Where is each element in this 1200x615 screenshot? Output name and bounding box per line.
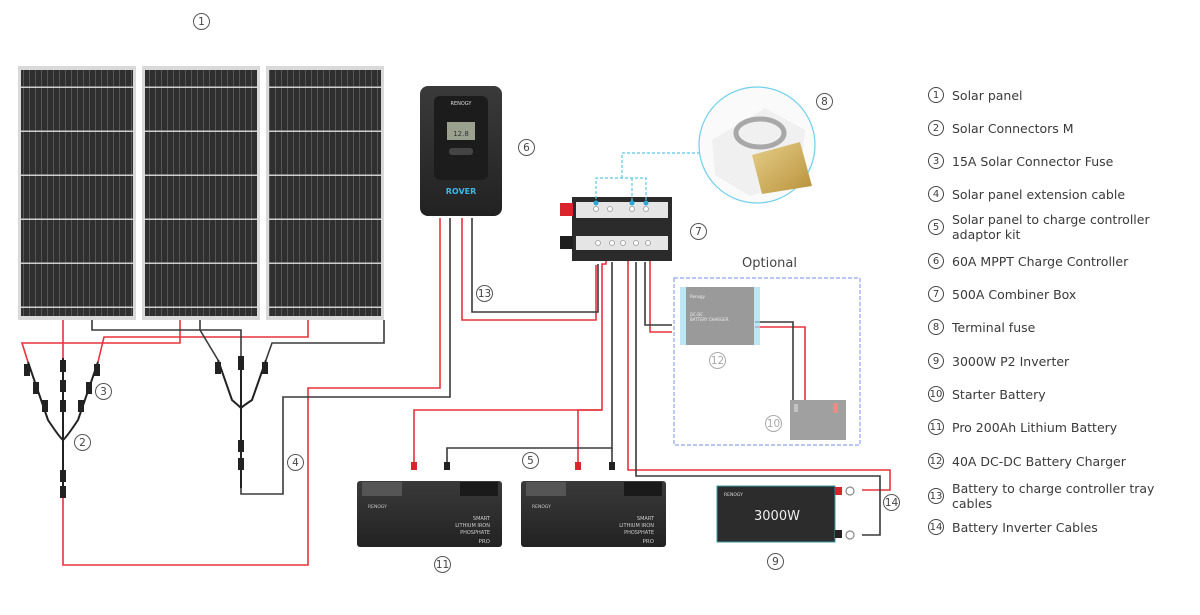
- legend-number: 7: [928, 286, 944, 302]
- legend-label: Battery to charge controller tray cables: [952, 481, 1155, 511]
- fuse-link-lines: [595, 152, 700, 204]
- negative-wires: [91, 218, 881, 536]
- legend-item: 8 Terminal fuse: [928, 319, 1035, 335]
- battery2-line3: PHOSPHATE: [624, 530, 654, 536]
- legend-number: 1: [928, 87, 944, 103]
- legend-item: 12 40A DC-DC Battery Charger: [928, 453, 1126, 469]
- inverter: RENOGY 3000W: [716, 485, 855, 543]
- legend-item: 4 Solar panel extension cable: [928, 186, 1125, 202]
- dcdc-line2: BATTERY CHARGER: [690, 317, 729, 322]
- legend-item: 14 Battery Inverter Cables: [928, 519, 1098, 535]
- legend-label: Solar Connectors M: [952, 120, 1074, 136]
- callout-8: 8: [816, 93, 833, 110]
- battery1-line3: PHOSPHATE: [460, 530, 490, 536]
- legend-label: Pro 200Ah Lithium Battery: [952, 419, 1118, 435]
- callout-11: 11: [434, 556, 451, 573]
- legend-label: 60A MPPT Charge Controller: [952, 253, 1129, 269]
- callout-9: 9: [767, 553, 784, 570]
- starter-battery: [790, 400, 846, 440]
- optional-region: [673, 277, 861, 446]
- legend-number: 8: [928, 319, 944, 335]
- callout-10: 10: [765, 415, 782, 432]
- legend-item: 9 3000W P2 Inverter: [928, 353, 1069, 369]
- legend-item: 11 Pro 200Ah Lithium Battery: [928, 419, 1117, 435]
- callout-7: 7: [690, 223, 707, 240]
- callout-6: 6: [518, 139, 535, 156]
- legend-number: 3: [928, 153, 944, 169]
- legend-label: Battery Inverter Cables: [952, 519, 1098, 535]
- inverter-brand: RENOGY: [724, 492, 743, 498]
- legend-item: 2 Solar Connectors M: [928, 120, 1074, 136]
- callout-2: 2: [74, 434, 91, 451]
- legend-item: 6 60A MPPT Charge Controller: [928, 253, 1128, 269]
- callout-14: 14: [883, 494, 900, 511]
- legend-item: 13 Battery to charge controller tray cabl…: [928, 481, 1167, 511]
- legend-number: 5: [928, 219, 944, 235]
- battery2-badge: PRO: [643, 539, 655, 545]
- dcdc-charger: Renogy DC-DC BATTERY CHARGER: [680, 287, 760, 345]
- optional-label: Optional: [742, 256, 797, 271]
- battery-negative-lugs: [444, 462, 615, 470]
- lithium-battery-1: RENOGY SMART LITHIUM IRON PHOSPHATE PRO: [357, 481, 502, 547]
- legend-item: 5 Solar panel to charge controller adapto…: [928, 212, 1157, 242]
- legend-item: 3 15A Solar Connector Fuse: [928, 153, 1113, 169]
- legend-item: 10 Starter Battery: [928, 386, 1046, 402]
- legend-label: Starter Battery: [952, 386, 1046, 402]
- legend-number: 12: [928, 453, 944, 469]
- battery1-line2: LITHIUM IRON: [455, 523, 490, 529]
- battery1-badge: PRO: [479, 539, 491, 545]
- legend-number: 4: [928, 186, 944, 202]
- dcdc-line1: DC-DC: [690, 312, 703, 317]
- legend-item: 7 500A Combiner Box: [928, 286, 1076, 302]
- legend-label: Solar panel: [952, 87, 1023, 103]
- solar-panel-3: [266, 66, 384, 320]
- y-connector-positive: [24, 358, 100, 498]
- charge-controller: RENOGY 12.8 ROVER: [420, 86, 502, 216]
- controller-display: 12.8: [453, 130, 469, 138]
- solar-panel-1: [18, 66, 136, 320]
- legend-number: 2: [928, 120, 944, 136]
- terminal-fuse-image: [698, 86, 816, 204]
- legend-number: 9: [928, 353, 944, 369]
- legend-label: 3000W P2 Inverter: [952, 353, 1070, 369]
- callout-5: 5: [522, 452, 539, 469]
- legend-number: 11: [928, 419, 944, 435]
- combiner-box: [560, 197, 672, 261]
- battery2-line2: LITHIUM IRON: [619, 523, 654, 529]
- battery1-brand: RENOGY: [368, 504, 387, 510]
- dcdc-brand: Renogy: [690, 294, 706, 299]
- controller-model: ROVER: [446, 187, 477, 196]
- callout-3: 3: [95, 383, 112, 400]
- legend-number: 6: [928, 253, 944, 269]
- legend-label: Solar panel to charge controller adaptor…: [952, 212, 1150, 242]
- legend-number: 10: [928, 386, 944, 402]
- solar-panel-2: [142, 66, 260, 320]
- legend-label: Solar panel extension cable: [952, 186, 1126, 202]
- callout-1: 1: [193, 13, 210, 30]
- legend-number: 14: [928, 519, 944, 535]
- lithium-battery-2: RENOGY SMART LITHIUM IRON PHOSPHATE PRO: [521, 481, 666, 547]
- inverter-display: 3000W: [754, 509, 800, 524]
- legend-number: 13: [928, 488, 944, 504]
- y-connector-negative: [215, 356, 268, 488]
- battery-positive-lugs: [411, 462, 581, 470]
- legend-label: 500A Combiner Box: [952, 286, 1077, 302]
- legend-label: 15A Solar Connector Fuse: [952, 153, 1114, 169]
- battery2-brand: RENOGY: [532, 504, 551, 510]
- legend-item: 1 Solar panel: [928, 87, 1023, 103]
- battery1-line1: SMART: [473, 516, 491, 522]
- callout-13: 13: [476, 285, 493, 302]
- legend-label: Terminal fuse: [952, 319, 1036, 335]
- legend-label: 40A DC-DC Battery Charger: [952, 453, 1126, 469]
- controller-brand: RENOGY: [451, 101, 473, 107]
- callout-12: 12: [709, 352, 726, 369]
- callout-4: 4: [287, 454, 304, 471]
- fuse-markers: [593, 200, 649, 206]
- battery2-line1: SMART: [637, 516, 655, 522]
